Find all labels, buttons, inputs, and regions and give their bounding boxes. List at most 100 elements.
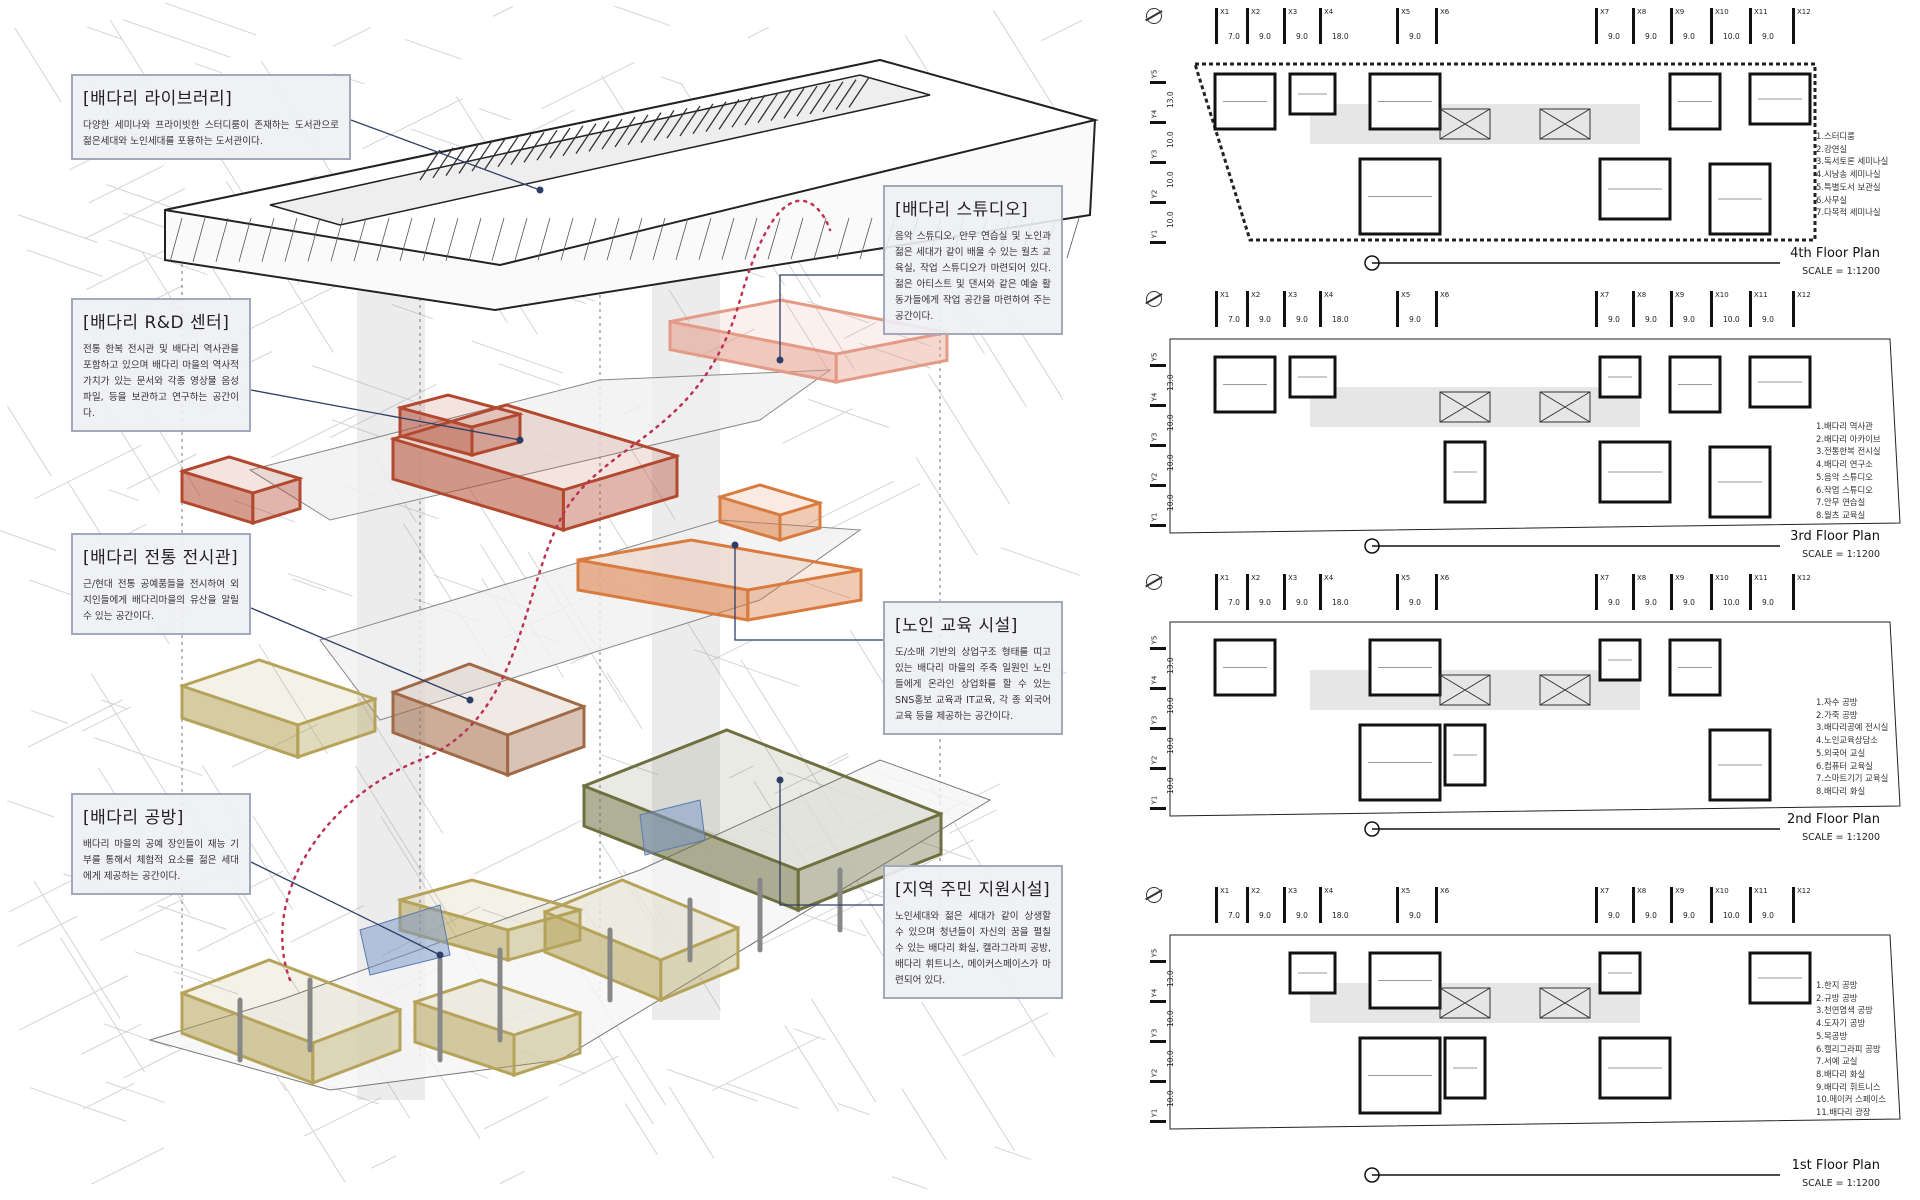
- north-arrow-icon: [1146, 574, 1162, 590]
- legend-item: 7.안무 연습실: [1816, 497, 1866, 508]
- label-body: 배다리 마을의 공예 장인들이 재능 기부를 통해서 체험적 요소를 젊은 세대…: [83, 839, 239, 882]
- void-cross: [1439, 108, 1491, 140]
- context-line: [827, 752, 849, 764]
- context-line: [711, 1036, 821, 1092]
- axis-label: X8: [1637, 8, 1647, 16]
- context-line: [165, 2, 257, 36]
- axis-dimension: 13.0: [1166, 91, 1175, 108]
- void-cross: [1439, 987, 1491, 1019]
- legend-item: 7.스마트기기 교육실: [1816, 773, 1889, 784]
- plan-outline: [1192, 62, 1817, 242]
- truss-member: [859, 217, 873, 260]
- context-line: [484, 1096, 549, 1130]
- senior-education-box: [576, 538, 863, 622]
- legend-item: 1.스터디룸: [1816, 131, 1855, 141]
- legend-item: 2.배다리 아카이브: [1816, 433, 1881, 444]
- plan-drawing: [1169, 338, 1901, 554]
- truss-member: [238, 217, 252, 262]
- axis-label: X12: [1797, 8, 1811, 16]
- plan-scale: SCALE = 1:1200: [1802, 1178, 1880, 1189]
- grid-axis-y: Y5: [1150, 353, 1166, 367]
- context-line: [793, 1028, 826, 1041]
- grid-axis-y: Y2: [1150, 190, 1166, 204]
- plan-title: 1st Floor Plan: [1791, 1158, 1880, 1173]
- axis-dimension: 13.0: [1166, 374, 1175, 391]
- plan-title: 2nd Floor Plan: [1786, 812, 1880, 827]
- axis-label: X11: [1754, 8, 1768, 16]
- truss-member: [606, 217, 620, 261]
- context-line: [993, 10, 1061, 117]
- context-line: [18, 214, 98, 243]
- context-line: [600, 754, 659, 776]
- axis-dimension: 9.0: [1645, 32, 1657, 41]
- library-louvers: [419, 77, 870, 181]
- axis-dimension: 10.0: [1166, 777, 1175, 794]
- axis-dimension: 10.0: [1723, 32, 1740, 41]
- context-line: [303, 1097, 382, 1137]
- truss-member: [813, 217, 827, 260]
- axis-label: X6: [1440, 8, 1450, 16]
- leader-line: [779, 780, 883, 906]
- box-wall-right: [796, 811, 943, 913]
- context-line: [747, 26, 770, 39]
- legend-item: 3.독서토론 세미나실: [1816, 156, 1889, 167]
- plan-outline: [1169, 621, 1901, 817]
- grid-axis-x: X6: [1435, 887, 1449, 923]
- void-cross: [1539, 108, 1591, 140]
- axis-label: X12: [1797, 574, 1811, 582]
- exhibition-box: [390, 662, 587, 778]
- axis-dimension: 9.0: [1645, 315, 1657, 324]
- axis-dimension: 7.0: [1228, 598, 1240, 607]
- axis-label: X10: [1715, 574, 1729, 582]
- truss-member: [353, 217, 367, 262]
- axis-dimension: 9.0: [1608, 598, 1620, 607]
- axis-dimension: 9.0: [1762, 315, 1774, 324]
- context-line: [81, 706, 132, 732]
- axis-dimension: 9.0: [1608, 32, 1620, 41]
- truss-member: [675, 217, 689, 260]
- axis-label: X1: [1220, 291, 1230, 299]
- context-line: [312, 365, 419, 404]
- axis-label: Y3: [1150, 432, 1159, 442]
- context-line: [499, 1170, 525, 1185]
- axis-label: X11: [1754, 574, 1768, 582]
- axis-dimension: 10.0: [1166, 171, 1175, 188]
- axis-label: X2: [1251, 887, 1261, 895]
- axis-dimension: 10.0: [1166, 211, 1175, 228]
- axis-label: X5: [1401, 291, 1411, 299]
- axis-label: X3: [1288, 574, 1298, 582]
- axis-dimension: 9.0: [1683, 911, 1695, 920]
- louver: [718, 99, 740, 130]
- louver: [809, 83, 831, 115]
- context-line: [473, 820, 582, 875]
- louver: [445, 145, 467, 176]
- room: [1443, 1036, 1487, 1100]
- grid-axis-y: Y3: [1150, 1029, 1166, 1043]
- axis-label: X10: [1715, 887, 1729, 895]
- grid-axis-y: Y3: [1150, 716, 1166, 730]
- legend-item: 3.배다리공예 전시실: [1816, 722, 1889, 733]
- grid-axis-x: X8 9.0: [1632, 8, 1657, 44]
- leader-dot: [536, 186, 544, 194]
- workshop-box: [179, 958, 403, 1086]
- axis-label: Y3: [1150, 1028, 1159, 1038]
- legend-item: 8.배다리 화실: [1816, 1068, 1866, 1079]
- leader-dot: [731, 541, 739, 549]
- box-wall-right: [778, 500, 822, 543]
- axis-label: X7: [1600, 8, 1610, 16]
- louver: [744, 94, 766, 126]
- legend-item: 9.배다리 휘트니스: [1816, 1081, 1881, 1092]
- legend-item: 5.음악 스튜디오: [1816, 471, 1873, 482]
- room: [1288, 355, 1337, 399]
- truss-member: [376, 217, 390, 262]
- plan-scale: SCALE = 1:1200: [1802, 832, 1880, 843]
- legend-item: 4.도자기 공방: [1816, 1018, 1866, 1029]
